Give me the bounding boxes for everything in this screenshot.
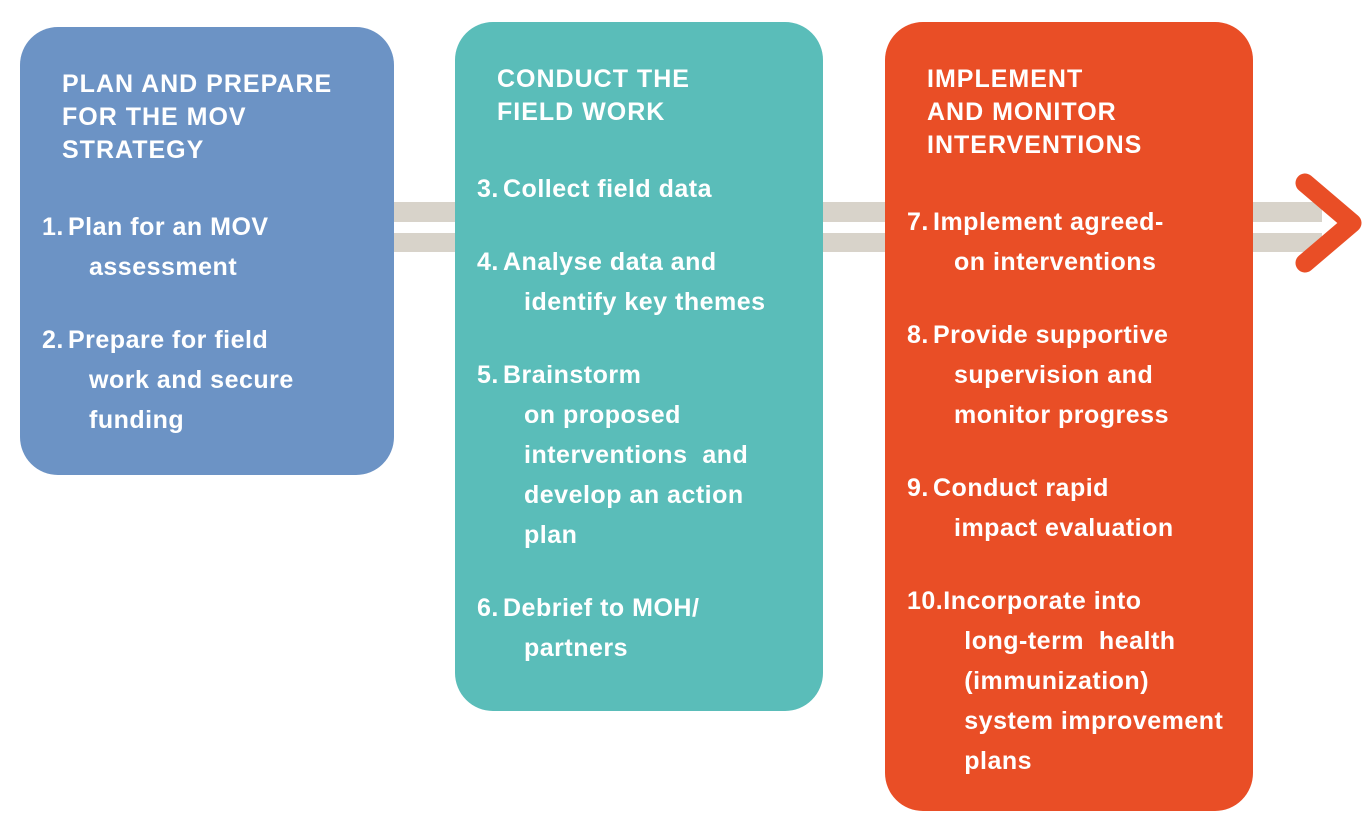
box-title: IMPLEMENT AND MONITOR INTERVENTIONS [907, 63, 1235, 162]
list-item: 3.Collect field data [477, 169, 805, 209]
box-title-line: CONDUCT THE [497, 65, 690, 93]
item-text: Analyse data and identify key themes [503, 242, 766, 322]
connector-bar [388, 233, 460, 252]
item-line: Provide supportive [933, 321, 1169, 349]
item-line: supervision and [954, 361, 1154, 389]
list-item: 7.Implement agreed-on interventions [907, 202, 1235, 282]
item-line: long-term health [964, 627, 1176, 655]
connector-bar [818, 202, 890, 222]
item-line: Collect field data [503, 175, 713, 203]
item-line: work and secure [89, 366, 294, 394]
item-line: interventions and [524, 441, 749, 469]
item-line: Brainstorm [503, 361, 642, 389]
list-item: 6.Debrief to MOH/partners [477, 588, 805, 668]
item-text: Incorporate into long-term health (immuniz… [943, 581, 1223, 781]
connector-bar [1248, 202, 1322, 222]
item-line: monitor progress [954, 401, 1169, 429]
item-line: plans [964, 747, 1033, 775]
connector-bar [1248, 233, 1322, 252]
item-line: (immunization) [964, 667, 1150, 695]
connector-bar [388, 202, 460, 222]
item-text: Brainstorm on proposed interventions and de… [503, 355, 748, 555]
item-number: 7. [907, 208, 929, 236]
item-line: impact evaluation [954, 514, 1174, 542]
item-line: assessment [89, 253, 238, 281]
item-number: 10. [907, 587, 944, 615]
item-line: funding [89, 406, 185, 434]
list-item: 4.Analyse data and identify key themes [477, 242, 805, 322]
next-step-arrow-icon [1295, 173, 1362, 273]
list-item: 2.Prepare for field work and secure fundin… [42, 320, 376, 440]
list-item: 1.Plan for an MOV assessment [42, 207, 376, 287]
item-text: Implement agreed-on interventions [933, 202, 1164, 282]
item-line: system improvement [964, 707, 1224, 735]
item-line: develop an action [524, 481, 744, 509]
box-title-line: STRATEGY [62, 136, 205, 164]
box-title: CONDUCT THE FIELD WORK [477, 63, 805, 129]
stage-box-implement-monitor: IMPLEMENT AND MONITOR INTERVENTIONS 7.Impl… [885, 22, 1253, 811]
item-text: Collect field data [503, 169, 712, 209]
item-text: Debrief to MOH/partners [503, 588, 699, 668]
item-number: 9. [907, 474, 929, 502]
list-item: 9.Conduct rapid impact evaluation [907, 468, 1235, 548]
item-line: Debrief to MOH/ [503, 594, 700, 622]
item-number: 6. [477, 594, 499, 622]
list-item: 10.Incorporate into long-term health (immu… [907, 581, 1235, 781]
box-title-line: PLAN AND PREPARE [62, 70, 333, 98]
item-line: Analyse data and [503, 248, 717, 276]
item-line: Implement agreed- [933, 208, 1164, 236]
item-number: 8. [907, 321, 929, 349]
connector-bar [818, 233, 890, 252]
box-title-line: FIELD WORK [497, 98, 666, 126]
item-line: Incorporate into [943, 587, 1142, 615]
box-title-line: AND MONITOR [927, 98, 1117, 126]
item-number: 4. [477, 248, 499, 276]
list-item: 8.Provide supportive supervision and monit… [907, 315, 1235, 435]
box-items: 1.Plan for an MOV assessment 2.Prepare for… [42, 207, 376, 440]
item-text: Conduct rapid impact evaluation [933, 468, 1174, 548]
item-number: 3. [477, 175, 499, 203]
box-title-line: INTERVENTIONS [927, 131, 1143, 159]
chevron-stroke [1295, 173, 1362, 273]
stage-box-conduct-field-work: CONDUCT THE FIELD WORK 3.Collect field da… [455, 22, 823, 711]
item-line: identify key themes [524, 288, 766, 316]
box-items: 3.Collect field data 4.Analyse data and id… [477, 169, 805, 668]
item-line: Plan for an MOV [68, 213, 269, 241]
item-line: partners [524, 634, 629, 662]
item-text: Provide supportive supervision and monitor… [933, 315, 1169, 435]
item-number: 5. [477, 361, 499, 389]
item-number: 2. [42, 326, 64, 354]
list-item: 5.Brainstorm on proposed interventions and… [477, 355, 805, 555]
box-title-line: IMPLEMENT [927, 65, 1084, 93]
item-line: plan [524, 521, 578, 549]
item-line: Prepare for field [68, 326, 269, 354]
item-text: Plan for an MOV assessment [68, 207, 269, 287]
stage-box-plan-prepare: PLAN AND PREPARE FOR THE MOV STRATEGY 1.Pl… [20, 27, 394, 475]
box-title-line: FOR THE MOV [62, 103, 247, 131]
box-items: 7.Implement agreed-on interventions 8.Pro… [907, 202, 1235, 781]
item-line: on proposed [524, 401, 681, 429]
item-line: on interventions [954, 248, 1157, 276]
item-line: Conduct rapid [933, 474, 1109, 502]
item-number: 1. [42, 213, 64, 241]
item-text: Prepare for field work and secure funding [68, 320, 294, 440]
box-title: PLAN AND PREPARE FOR THE MOV STRATEGY [42, 68, 376, 167]
